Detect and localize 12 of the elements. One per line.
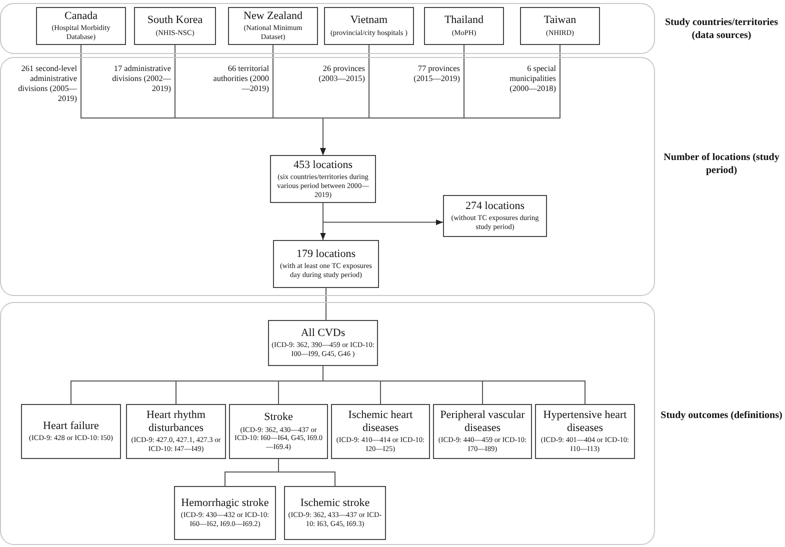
edge-label: 26 provinces (2003—2015) <box>318 64 365 84</box>
section-heading: Number of locations (study period) <box>662 152 780 177</box>
arrow <box>322 202 444 226</box>
edge-label: 66 territorial authorities (2000—2019) <box>212 64 269 94</box>
edge-label: 261 second-level administrative divisions (2005—2019) <box>17 64 77 104</box>
arrow <box>320 44 560 156</box>
edge-label: 77 provinces (2015—2019) <box>412 64 460 84</box>
section-heading: Study outcomes (definitions) <box>660 410 784 422</box>
connector-line <box>322 366 586 404</box>
edge-label: 17 administrative divisions (2002—2019) <box>111 64 171 94</box>
section-heading: Study countries/territories (data sources) <box>664 17 780 42</box>
edge-label: 6 special municipalities (2000—2018) <box>508 64 556 94</box>
